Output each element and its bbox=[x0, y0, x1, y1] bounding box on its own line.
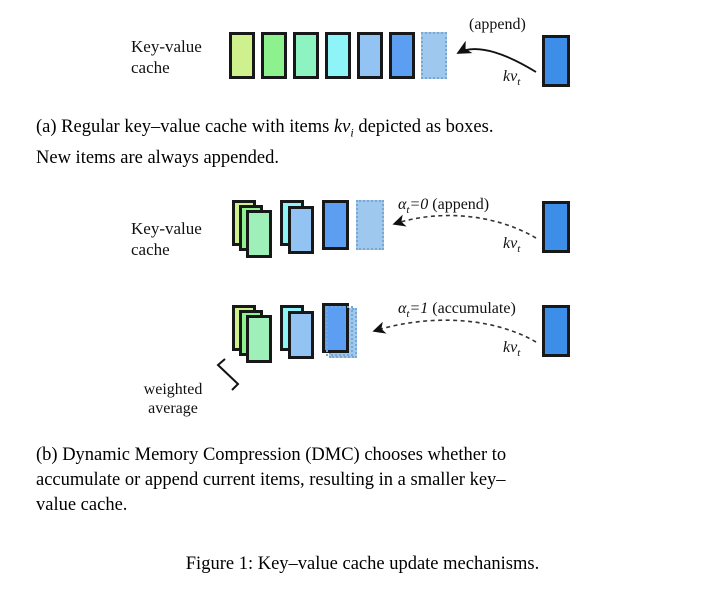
figure-title-text: Key–value cache update mechanisms. bbox=[257, 554, 540, 574]
figure-title-prefix: Figure 1: bbox=[185, 554, 254, 574]
panel-a-caption-kv-sub: i bbox=[350, 125, 354, 140]
panel-a-cache-box-3 bbox=[293, 32, 319, 79]
panel-b-accum-action: (accumulate) bbox=[432, 300, 516, 317]
panel-b-accum-merged-dashed-overlay bbox=[326, 306, 353, 356]
panel-a-cache-label-line2: cache bbox=[131, 58, 170, 77]
panel-a-cache-label: Key-value cache bbox=[131, 36, 202, 78]
panel-b-append-action: (append) bbox=[432, 196, 490, 213]
panel-b-cache-label-line2: cache bbox=[131, 240, 170, 259]
panel-b-weighted-average-label: weighted average bbox=[118, 380, 228, 418]
panel-a-caption-part1: (a) Regular key–value cache with items bbox=[36, 117, 334, 137]
weighted-average-line2: average bbox=[148, 400, 198, 417]
weighted-average-line1: weighted bbox=[143, 381, 203, 398]
panel-b-append-incoming-kv-box bbox=[542, 201, 570, 253]
panel-b-append-stack2-box2 bbox=[288, 206, 314, 254]
panel-b-append-kv-label: kvt bbox=[503, 235, 521, 256]
panel-a-caption-kv: kv bbox=[333, 117, 351, 137]
panel-b-caption-line1: (b) Dynamic Memory Compression (DMC) cho… bbox=[36, 445, 507, 465]
panel-b-append-alpha-label: αt=0 (append) bbox=[398, 196, 489, 216]
panel-b-accum-alpha-symbol: αt=1 bbox=[398, 300, 429, 321]
panel-b-accum-alpha-label: αt=1 (accumulate) bbox=[398, 300, 516, 320]
panel-b-accum-incoming-kv-box bbox=[542, 305, 570, 357]
panel-b-append-stack1-box3 bbox=[246, 210, 272, 258]
panel-b-append-box4-placeholder bbox=[356, 200, 384, 250]
panel-a-caption-line2: New items are always appended. bbox=[36, 147, 279, 168]
panel-a-cache-box-6 bbox=[389, 32, 415, 79]
panel-b-accum-stack2-box2 bbox=[288, 311, 314, 359]
panel-a-caption-part2: depicted as boxes. bbox=[353, 117, 494, 137]
panel-b-cache-label-line1: Key-value bbox=[131, 219, 202, 238]
panel-a-cache-box-7-placeholder bbox=[421, 32, 447, 79]
panel-a-append-arrow bbox=[456, 40, 537, 73]
panel-b-append-alpha-symbol: αt=0 bbox=[398, 196, 429, 217]
panel-a-cache-label-line1: Key-value bbox=[131, 37, 202, 56]
panel-a-cache-box-2 bbox=[261, 32, 287, 79]
panel-b-caption-line3: value cache. bbox=[36, 495, 128, 515]
panel-a-caption: (a) Regular key–value cache with items k… bbox=[36, 115, 656, 171]
panel-b-caption-line2: accumulate or append current items, resu… bbox=[36, 470, 506, 490]
panel-a-kv-label: kvt bbox=[503, 68, 521, 89]
panel-a-append-label: (append) bbox=[469, 16, 526, 33]
panel-b-accum-kv-label: kvt bbox=[503, 339, 521, 360]
panel-a-incoming-kv-box bbox=[542, 35, 570, 87]
panel-a-cache-box-1 bbox=[229, 32, 255, 79]
panel-b-accum-stack1-box3 bbox=[246, 315, 272, 363]
panel-a-cache-box-4 bbox=[325, 32, 351, 79]
panel-b-caption: (b) Dynamic Memory Compression (DMC) cho… bbox=[36, 443, 656, 518]
panel-b-append-box3 bbox=[322, 200, 349, 250]
panel-b-cache-label: Key-value cache bbox=[131, 218, 202, 260]
panel-a-cache-box-5 bbox=[357, 32, 383, 79]
figure-title: Figure 1: Key–value cache update mechani… bbox=[0, 552, 725, 577]
